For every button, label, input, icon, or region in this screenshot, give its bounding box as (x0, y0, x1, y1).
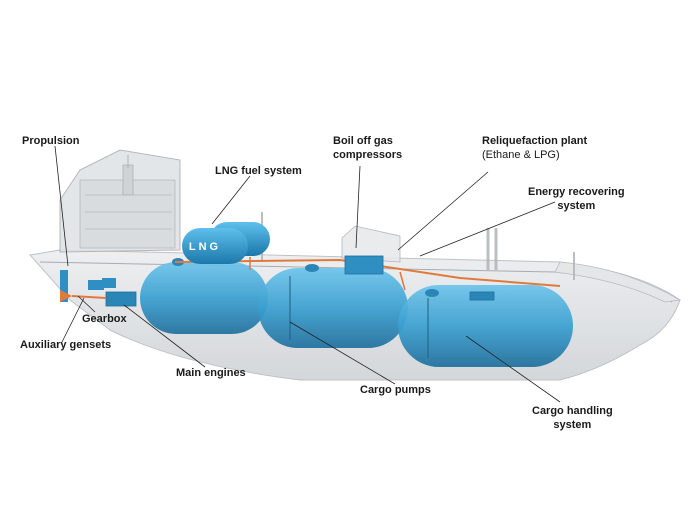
label-main-engines: Main engines (176, 367, 246, 379)
label-energy-recovering: Energy recovering system (528, 186, 625, 212)
leader-lines (54, 145, 561, 403)
cargo-tank-1 (140, 262, 268, 334)
cargo-tank-2 (258, 268, 408, 348)
label-gearbox: Gearbox (82, 313, 127, 325)
label-cargo-pumps: Cargo pumps (360, 384, 431, 396)
label-reliquefaction-sub: (Ethane & LPG) (482, 149, 560, 161)
label-auxiliary-gensets: Auxiliary gensets (20, 339, 112, 351)
lng-fuel-tanks: LNG (182, 222, 270, 264)
label-cargo-handling: Cargo handling system (532, 405, 613, 431)
label-boil-off-gas: Boil off gas compressors (333, 135, 403, 161)
lng-tank-lettering: LNG (189, 241, 221, 253)
deck-piping (174, 255, 561, 301)
label-propulsion: Propulsion (22, 135, 80, 147)
label-lng-fuel-system: LNG fuel system (215, 165, 302, 177)
label-reliquefaction: Reliquefaction plant (Ethane & LPG) (482, 135, 588, 161)
cargo-tank-3 (398, 285, 573, 367)
machinery (60, 270, 137, 307)
cargo-tanks (140, 258, 573, 367)
